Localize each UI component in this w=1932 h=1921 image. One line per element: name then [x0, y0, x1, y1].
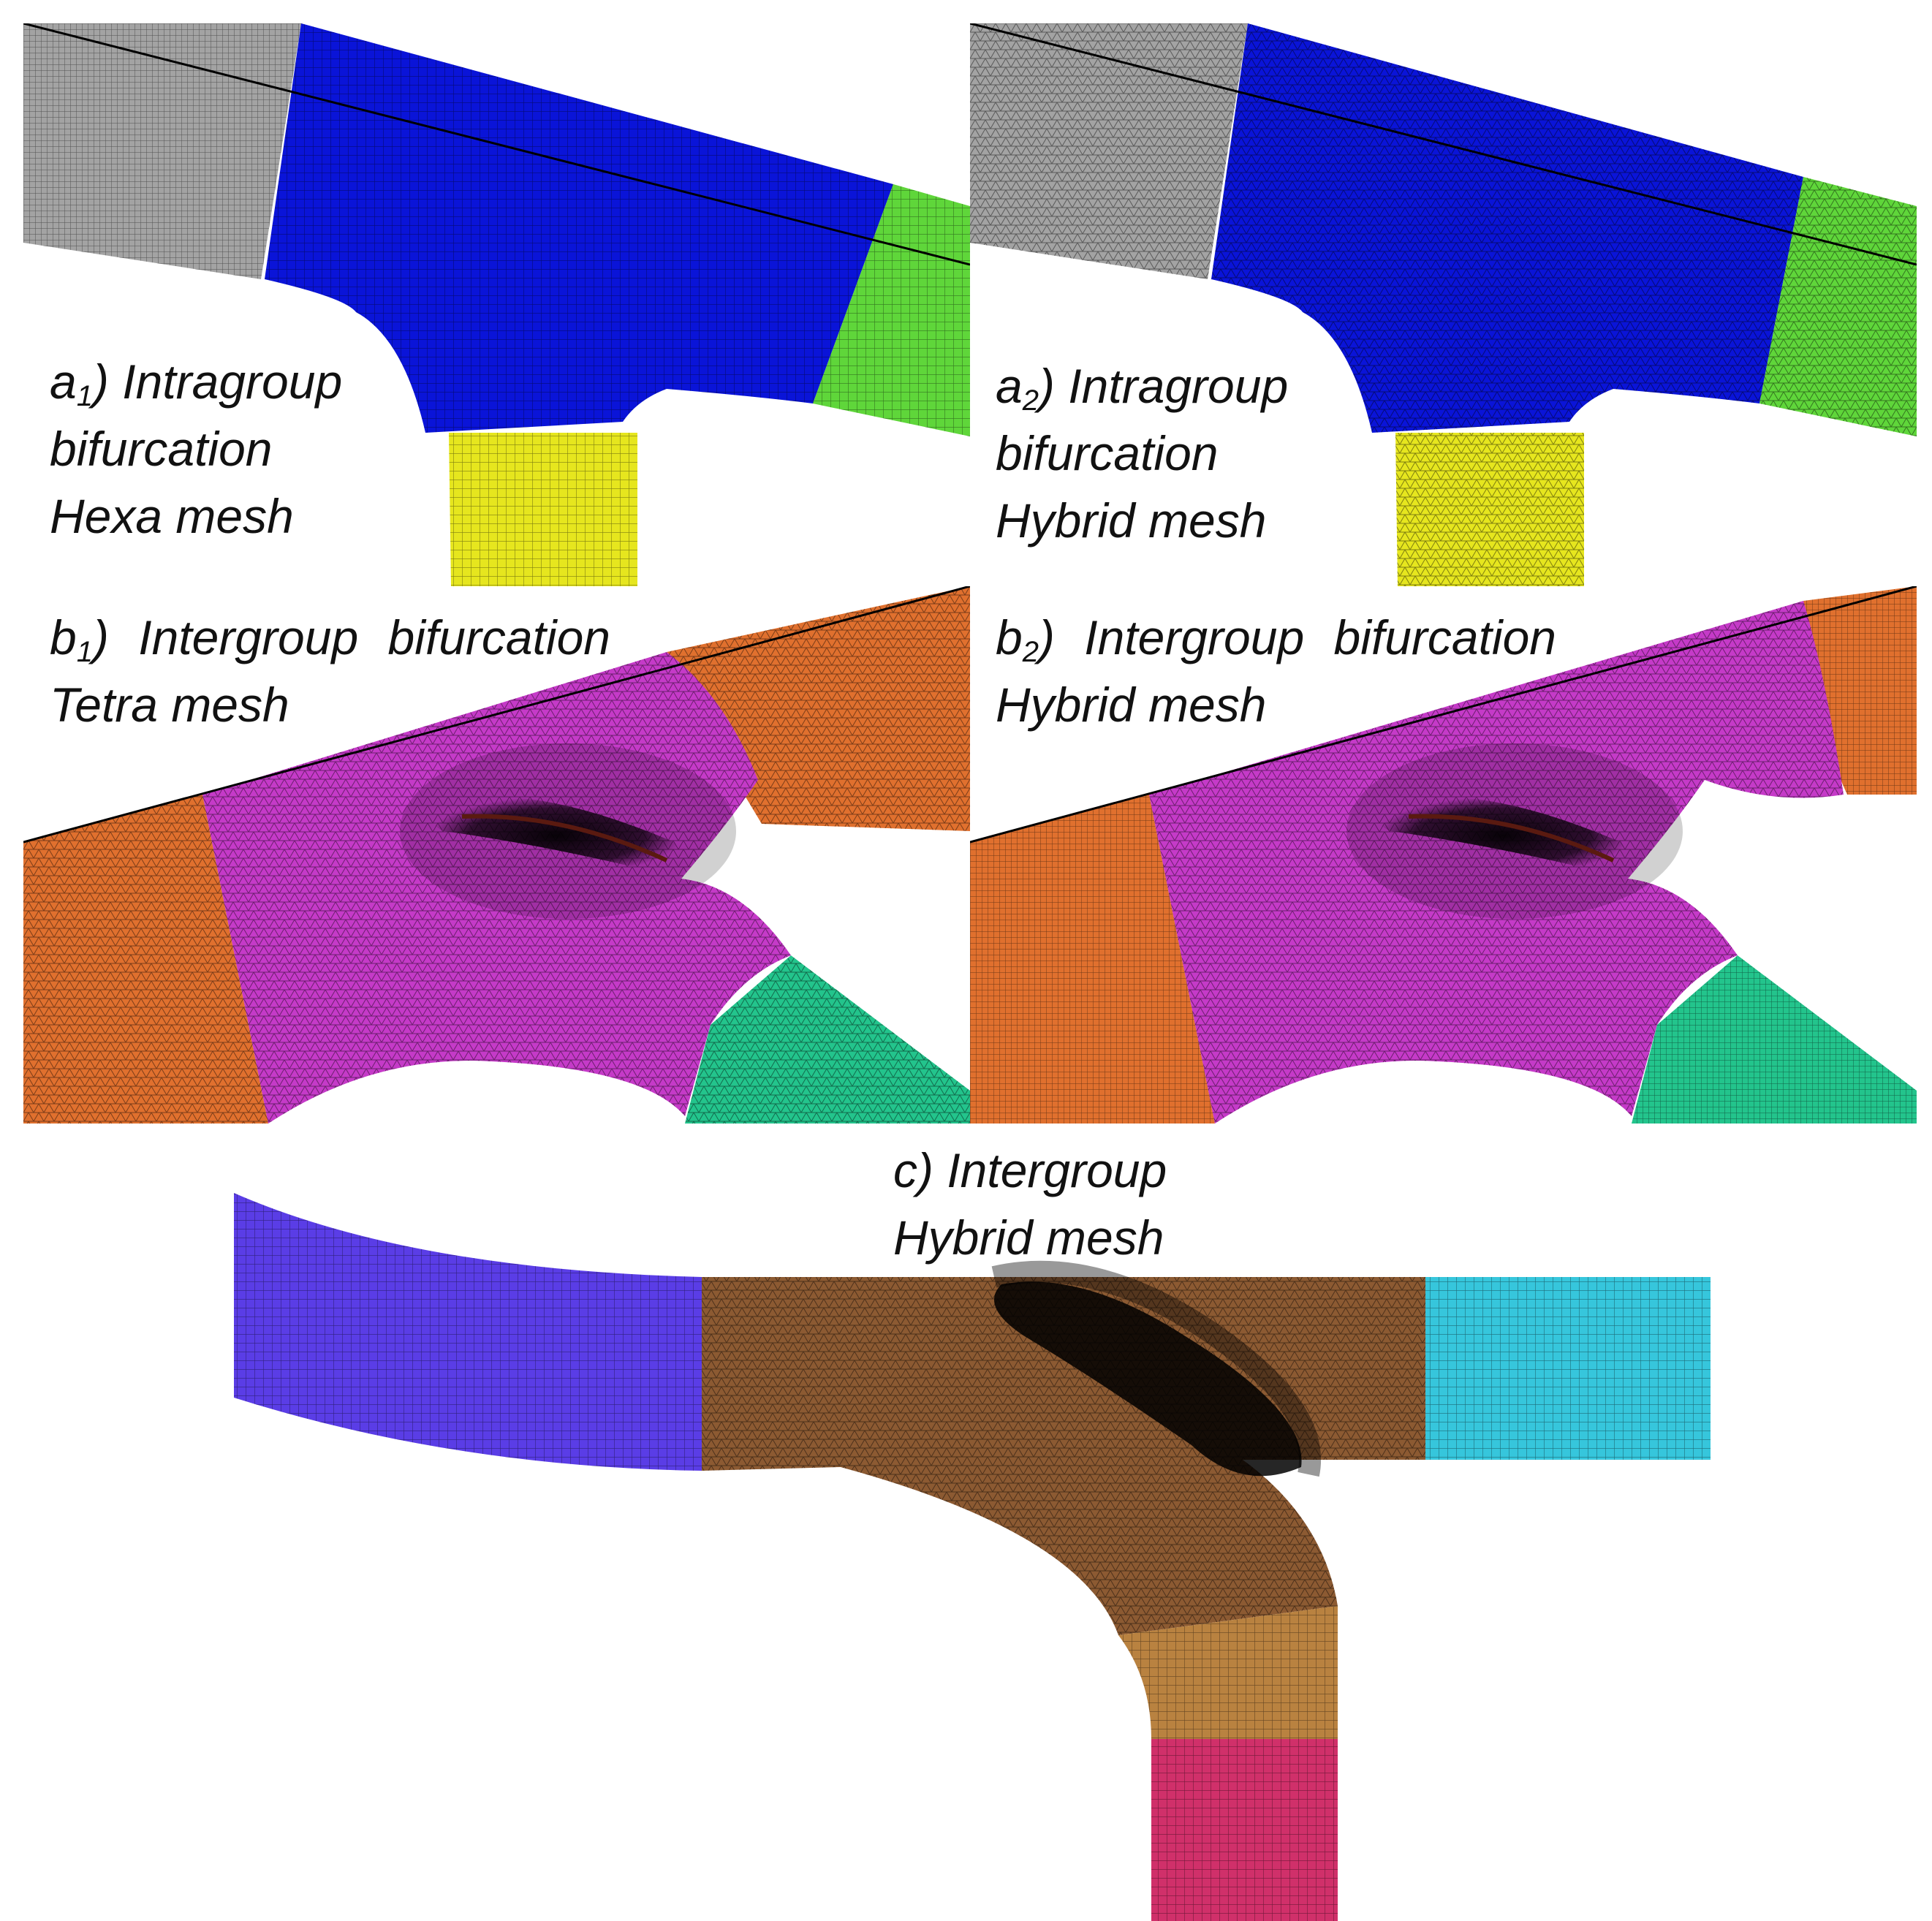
apex-line	[1408, 814, 1615, 863]
caption-c: c) Intergroup Hybrid mesh	[893, 1137, 1167, 1271]
caption-a1-title: ) Intragroup	[92, 355, 343, 409]
segment-yellow-outlet	[449, 433, 637, 586]
caption-a2-line2: bifurcation	[996, 426, 1219, 480]
caption-a1-line3: Hexa mesh	[50, 489, 294, 543]
caption-b2-line2: Hybrid mesh	[996, 678, 1267, 732]
panel-b1-tetra-mesh	[23, 586, 970, 1124]
segment-pink-outlet	[1151, 1739, 1338, 1921]
segment-orange-inlet	[970, 795, 1215, 1124]
panel-c-hybrid-mesh	[234, 1193, 1711, 1921]
caption-a1-line2: bifurcation	[50, 422, 273, 476]
caption-a2-title: ) Intragroup	[1038, 359, 1289, 413]
vessel-top-edge	[970, 23, 1917, 266]
segment-cyan-outlet	[1425, 1277, 1711, 1460]
caption-a2-line3: Hybrid mesh	[996, 493, 1267, 547]
segment-green-outlet	[813, 184, 970, 436]
caption-c-line2: Hybrid mesh	[893, 1210, 1164, 1265]
panel-b2-hybrid-mesh	[970, 586, 1917, 1124]
caption-b2: b2) Intergroup bifurcation Hybrid mesh	[996, 604, 1556, 738]
caption-a1: a1) Intragroup bifurcation Hexa mesh	[50, 348, 342, 550]
panel-a2-hybrid-mesh	[970, 23, 1917, 586]
segment-blue-bifurcation	[265, 23, 893, 433]
caption-a2: a2) Intragroup bifurcation Hybrid mesh	[996, 352, 1288, 554]
caption-b2-title: ) Intergroup bifurcation	[1038, 610, 1556, 664]
segment-teal-outlet	[685, 955, 970, 1124]
caption-a1-letter: a	[50, 355, 77, 409]
segment-brown-bifurcation	[702, 1277, 1425, 1635]
segment-magenta-bifurcation	[202, 652, 791, 1124]
caption-b2-subscript: 2	[1022, 636, 1039, 668]
caption-a1-subscript: 1	[76, 380, 93, 412]
caption-a2-letter: a	[996, 359, 1023, 413]
dense-mesh-apex	[994, 1281, 1302, 1477]
panel-a1-hexa-mesh	[23, 23, 970, 586]
caption-c-line1: c) Intergroup	[893, 1143, 1167, 1197]
segment-teal-outlet	[1632, 955, 1917, 1124]
segment-orange-inlet	[23, 795, 268, 1124]
caption-b2-letter: b	[996, 610, 1023, 664]
caption-b1-letter: b	[50, 610, 77, 664]
segment-violet-inlet	[234, 1193, 702, 1471]
vessel-top-edge	[23, 586, 970, 844]
refinement-zone	[991, 1260, 1322, 1477]
caption-a2-subscript: 2	[1022, 384, 1039, 417]
segment-blue-bifurcation	[1211, 23, 1803, 433]
segment-tan-branch	[1118, 1606, 1338, 1739]
segment-green-outlet	[1759, 177, 1917, 436]
segment-magenta-bifurcation	[1149, 601, 1844, 1124]
segment-gray-inlet	[970, 23, 1248, 279]
apex-line	[461, 814, 668, 863]
caption-b1: b1) Intergroup bifurcation Tetra mesh	[50, 604, 610, 738]
caption-b1-subscript: 1	[76, 636, 93, 668]
vessel-top-edge	[23, 23, 970, 266]
segment-gray-inlet	[23, 23, 301, 279]
segment-yellow-outlet	[1395, 433, 1584, 586]
caption-b1-title: ) Intergroup bifurcation	[92, 610, 610, 664]
caption-b1-line2: Tetra mesh	[50, 678, 289, 732]
vessel-top-edge	[970, 586, 1917, 844]
